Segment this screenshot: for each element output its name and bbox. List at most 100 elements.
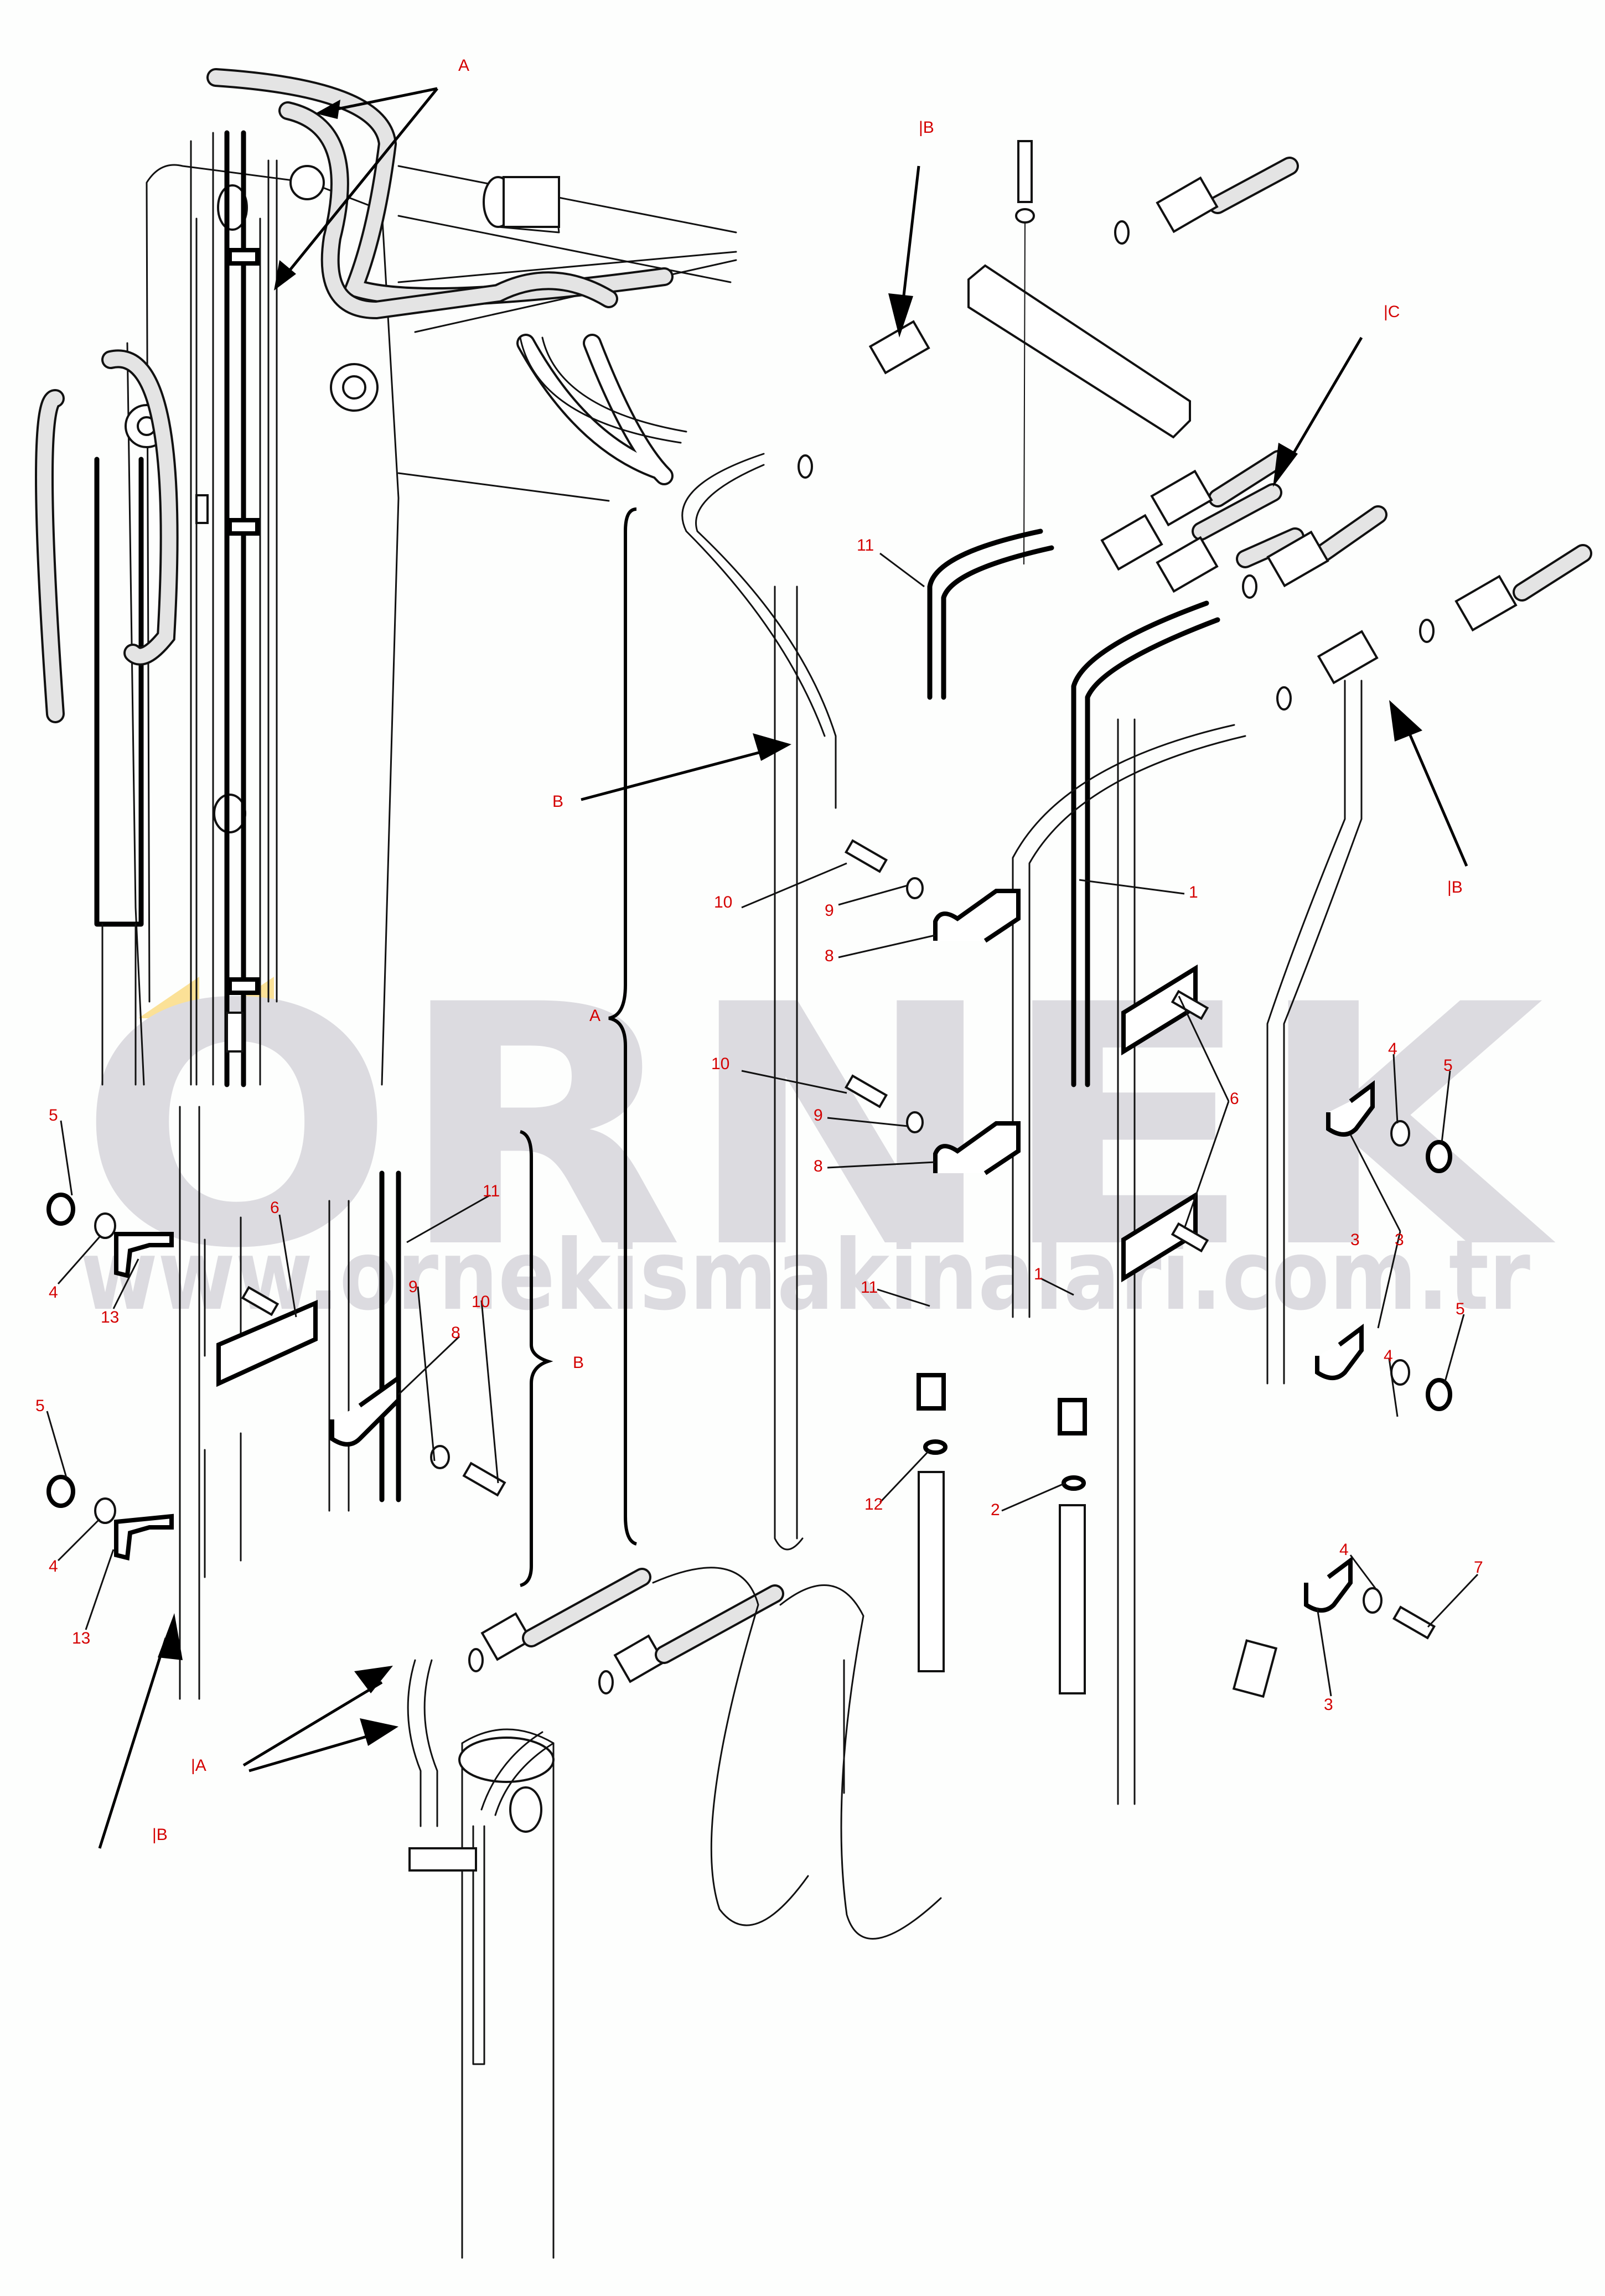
watermark-url: www.ornekismakinalari.com.tr bbox=[80, 1220, 1530, 1332]
arm-cylinder bbox=[94, 457, 144, 927]
callout-part-11-left: 11 bbox=[483, 1182, 500, 1200]
cylinder-barrel bbox=[461, 1728, 555, 2259]
o-ring-3 bbox=[1242, 574, 1257, 599]
bolt-10-upper bbox=[844, 839, 888, 873]
detail-b-clamp-8 bbox=[330, 1374, 401, 1447]
callout-part-9-left: 9 bbox=[408, 1278, 418, 1296]
lower-o-ring bbox=[598, 1670, 614, 1694]
stud-6-lower bbox=[1171, 1222, 1209, 1253]
callout-group-b-brace: B bbox=[573, 1354, 584, 1372]
clamp-3-lower bbox=[1304, 1556, 1353, 1613]
callout-view-c: |C bbox=[1384, 303, 1400, 321]
tube-long-left bbox=[774, 585, 804, 1551]
fitting-upper-left bbox=[195, 494, 209, 524]
tee-fitting-upper bbox=[868, 320, 930, 375]
callout-part-1-upper: 1 bbox=[1189, 883, 1198, 901]
boom-boss-lower bbox=[213, 794, 246, 833]
view-b-arrow-head-bottom bbox=[158, 1613, 183, 1660]
nut-5-middle bbox=[1426, 1378, 1452, 1411]
tube-11-upper bbox=[927, 528, 1054, 700]
manifold-block bbox=[967, 264, 1191, 439]
detail-b-washer-9 bbox=[430, 1445, 450, 1469]
callout-part-3-right-a: 3 bbox=[1395, 1231, 1404, 1249]
callout-part-5-right-a: 5 bbox=[1443, 1056, 1453, 1075]
callout-part-6-right: 6 bbox=[1230, 1090, 1239, 1108]
detail-b-nut-5-upper bbox=[46, 1193, 75, 1226]
manifold-axis bbox=[1023, 221, 1026, 565]
callout-part-12: 12 bbox=[864, 1495, 883, 1514]
bolt-7 bbox=[1392, 1605, 1436, 1640]
clamp-3-middle bbox=[1315, 1324, 1364, 1380]
callout-part-4-left-a: 4 bbox=[49, 1283, 58, 1302]
group-b-brace-shape bbox=[519, 1130, 553, 1587]
detail-b-washer-4-upper bbox=[94, 1212, 116, 1239]
view-b-arrow-head-top bbox=[888, 293, 913, 338]
callout-part-4-left-b: 4 bbox=[49, 1557, 58, 1575]
o-ring-1 bbox=[1114, 220, 1130, 245]
hose-fitting-1-nut bbox=[1058, 1398, 1087, 1435]
callout-part-4-right-b: 4 bbox=[1384, 1347, 1393, 1365]
detail-b-plate-edge bbox=[204, 1216, 242, 1578]
callout-part-8-left: 8 bbox=[451, 1324, 460, 1342]
callout-view-a-top: A bbox=[458, 56, 469, 75]
view-a-arrow-head-1 bbox=[315, 100, 340, 119]
view-a-arrow-head-bottom-1 bbox=[354, 1666, 393, 1693]
watermark: ORNEK www.ornekismakinalari.com.tr bbox=[77, 934, 1558, 1332]
lower-cylinder-assembly bbox=[242, 1567, 942, 2259]
hose-nut-1 bbox=[1156, 176, 1219, 234]
manifold-bolt bbox=[1017, 140, 1033, 203]
detail-b-clamp-13-upper bbox=[114, 1232, 174, 1278]
washer-9-upper bbox=[906, 877, 924, 899]
tube-clamp-upper bbox=[227, 248, 260, 266]
callouts: A |B |C 11 B 10 9 8 1 |B A 10 9 8 6 4 5 … bbox=[35, 56, 1483, 1844]
hose-loop-outline bbox=[652, 1567, 942, 1940]
clamp-assemblies bbox=[844, 839, 1452, 1698]
steel-tube-e bbox=[267, 159, 278, 1003]
callout-view-b-top: |B bbox=[919, 118, 934, 137]
callout-part-13-a: 13 bbox=[101, 1308, 119, 1326]
view-a-arrow-line-1 bbox=[329, 87, 438, 112]
callout-group-a-brace: A bbox=[589, 1007, 600, 1025]
callout-part-10-a: 10 bbox=[714, 893, 732, 911]
view-b-arrow-line-bottom bbox=[98, 1637, 168, 1849]
callout-part-1-lower: 1 bbox=[1034, 1265, 1043, 1283]
detail-b-washer-4-lower bbox=[94, 1497, 116, 1524]
detail-b-plate-6 bbox=[216, 1299, 318, 1387]
tube-1-upper bbox=[1071, 600, 1220, 1087]
washer-4-lower bbox=[1363, 1587, 1383, 1614]
callout-part-5-right-b: 5 bbox=[1456, 1300, 1465, 1318]
callout-part-8-a: 8 bbox=[825, 947, 834, 965]
hose-fittings bbox=[798, 157, 1592, 711]
callout-part-3-right-c: 3 bbox=[1324, 1696, 1333, 1714]
cylinder-port bbox=[509, 1786, 542, 1833]
watermark-triangle-left bbox=[138, 977, 199, 1018]
view-b-arrow-line-top bbox=[900, 165, 920, 310]
washer-9-lower bbox=[906, 1111, 924, 1133]
hose-fitting-11-nut bbox=[917, 1373, 946, 1411]
callout-part-7: 7 bbox=[1474, 1558, 1483, 1577]
o-ring-4 bbox=[1419, 619, 1435, 643]
manifold-washer bbox=[1015, 208, 1035, 224]
o-ring-5 bbox=[798, 454, 813, 479]
view-a-arrow-line-2 bbox=[281, 87, 438, 281]
hose-nut-2 bbox=[1150, 469, 1213, 527]
tube-clamp-lower bbox=[227, 977, 260, 995]
view-c-arrow-head bbox=[1273, 443, 1298, 487]
tube-tee-down bbox=[1266, 680, 1363, 1385]
tube-bent-b bbox=[681, 453, 837, 809]
callout-part-9-b: 9 bbox=[814, 1106, 823, 1124]
callout-part-11-lower: 11 bbox=[861, 1278, 878, 1297]
hose-end-1 bbox=[1059, 1504, 1086, 1694]
arm-cylinder-rod bbox=[101, 923, 137, 1086]
upper-o-ring bbox=[468, 1648, 484, 1672]
manifold-assembly bbox=[581, 140, 1592, 1805]
detail-b-nut-5-lower bbox=[46, 1475, 75, 1508]
callout-part-8-b: 8 bbox=[814, 1157, 823, 1175]
boom-pin-middle-inner bbox=[342, 375, 366, 400]
detail-b-tube-11 bbox=[379, 1170, 401, 1502]
clamp-8-lower bbox=[933, 1121, 1021, 1175]
cylinder-clamp bbox=[408, 1847, 477, 1872]
hose-nut-5 bbox=[1266, 530, 1329, 588]
view-b-arrow-line-right bbox=[1404, 724, 1468, 867]
